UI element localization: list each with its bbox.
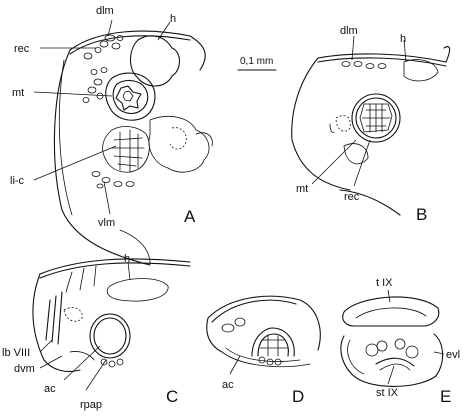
label-a-vlm: vlm <box>98 217 115 229</box>
panel-c-outline <box>32 258 191 373</box>
panel-c: h lb VIII dvm ac rpap C <box>2 253 191 411</box>
label-e-stix: st IX <box>376 387 399 399</box>
label-e-evl: evl <box>446 349 460 361</box>
label-c-dvm: dvm <box>14 363 35 375</box>
scale-bar-label: 0,1 mm <box>240 56 273 67</box>
scale-bar: 0,1 mm <box>237 56 277 71</box>
panel-a-rectum <box>105 72 156 121</box>
panel-letter-d: D <box>292 387 304 406</box>
panel-d-label-leaders <box>229 355 241 375</box>
label-c-h: h <box>124 253 130 265</box>
panel-a-gut-mass <box>102 126 150 173</box>
panel-letter-c: C <box>166 387 178 406</box>
panel-a-dorsal-muscles <box>83 34 124 60</box>
label-b-h: h <box>400 33 406 45</box>
panel-letter-a: A <box>184 207 196 226</box>
label-a-li-c: li-c <box>10 175 25 187</box>
panel-e-outline <box>340 296 444 387</box>
label-b-dlm: dlm <box>340 25 358 37</box>
panel-a-label-leaders <box>33 19 171 215</box>
panel-a-ventral-muscles <box>91 171 135 189</box>
panel-b-tissue <box>329 115 369 165</box>
panel-a-right-tissue <box>148 116 213 173</box>
label-c-ac: ac <box>44 383 56 395</box>
panel-e-label-leaders <box>387 289 445 385</box>
panel-c-heart <box>106 278 169 302</box>
panel-a: dlm h rec mt li-c vlm A <box>10 5 213 266</box>
label-c-lbviii: lb VIII <box>2 347 30 359</box>
panel-d-rectum <box>251 327 295 366</box>
label-b-mt: mt <box>296 183 308 195</box>
label-a-mt: mt <box>12 87 24 99</box>
panel-c-tissue <box>63 307 95 361</box>
panel-c-rectal-papilla <box>89 313 131 368</box>
label-b-rec: rec <box>344 191 360 203</box>
panel-a-malpighian-tubules <box>82 67 108 103</box>
panel-b-heart <box>403 59 439 82</box>
label-d-ac: ac <box>222 379 234 391</box>
label-e-tix: t IX <box>376 277 393 289</box>
label-a-rec: rec <box>14 43 30 55</box>
panel-b: dlm h mt rec B <box>291 25 451 224</box>
panel-letter-e: E <box>440 387 451 406</box>
panel-c-label-leaders <box>39 261 131 391</box>
panel-b-outline <box>291 45 451 216</box>
label-c-rpap: rpap <box>80 399 102 411</box>
panel-e-rectum <box>365 338 419 371</box>
panel-d: ac D <box>206 295 321 406</box>
panel-b-label-leaders <box>311 35 407 187</box>
panel-b-dorsal-muscles <box>341 61 387 69</box>
panel-d-tissue <box>221 317 311 368</box>
panel-e: t IX evl st IX E <box>340 277 460 406</box>
label-a-h: h <box>170 13 176 25</box>
panel-b-rectum <box>351 93 401 143</box>
panel-c-lateral-bands <box>45 265 97 345</box>
panel-letter-b: B <box>416 205 427 224</box>
panel-d-outline <box>206 295 321 353</box>
panel-a-heart <box>129 35 181 87</box>
label-a-dlm: dlm <box>96 5 114 17</box>
